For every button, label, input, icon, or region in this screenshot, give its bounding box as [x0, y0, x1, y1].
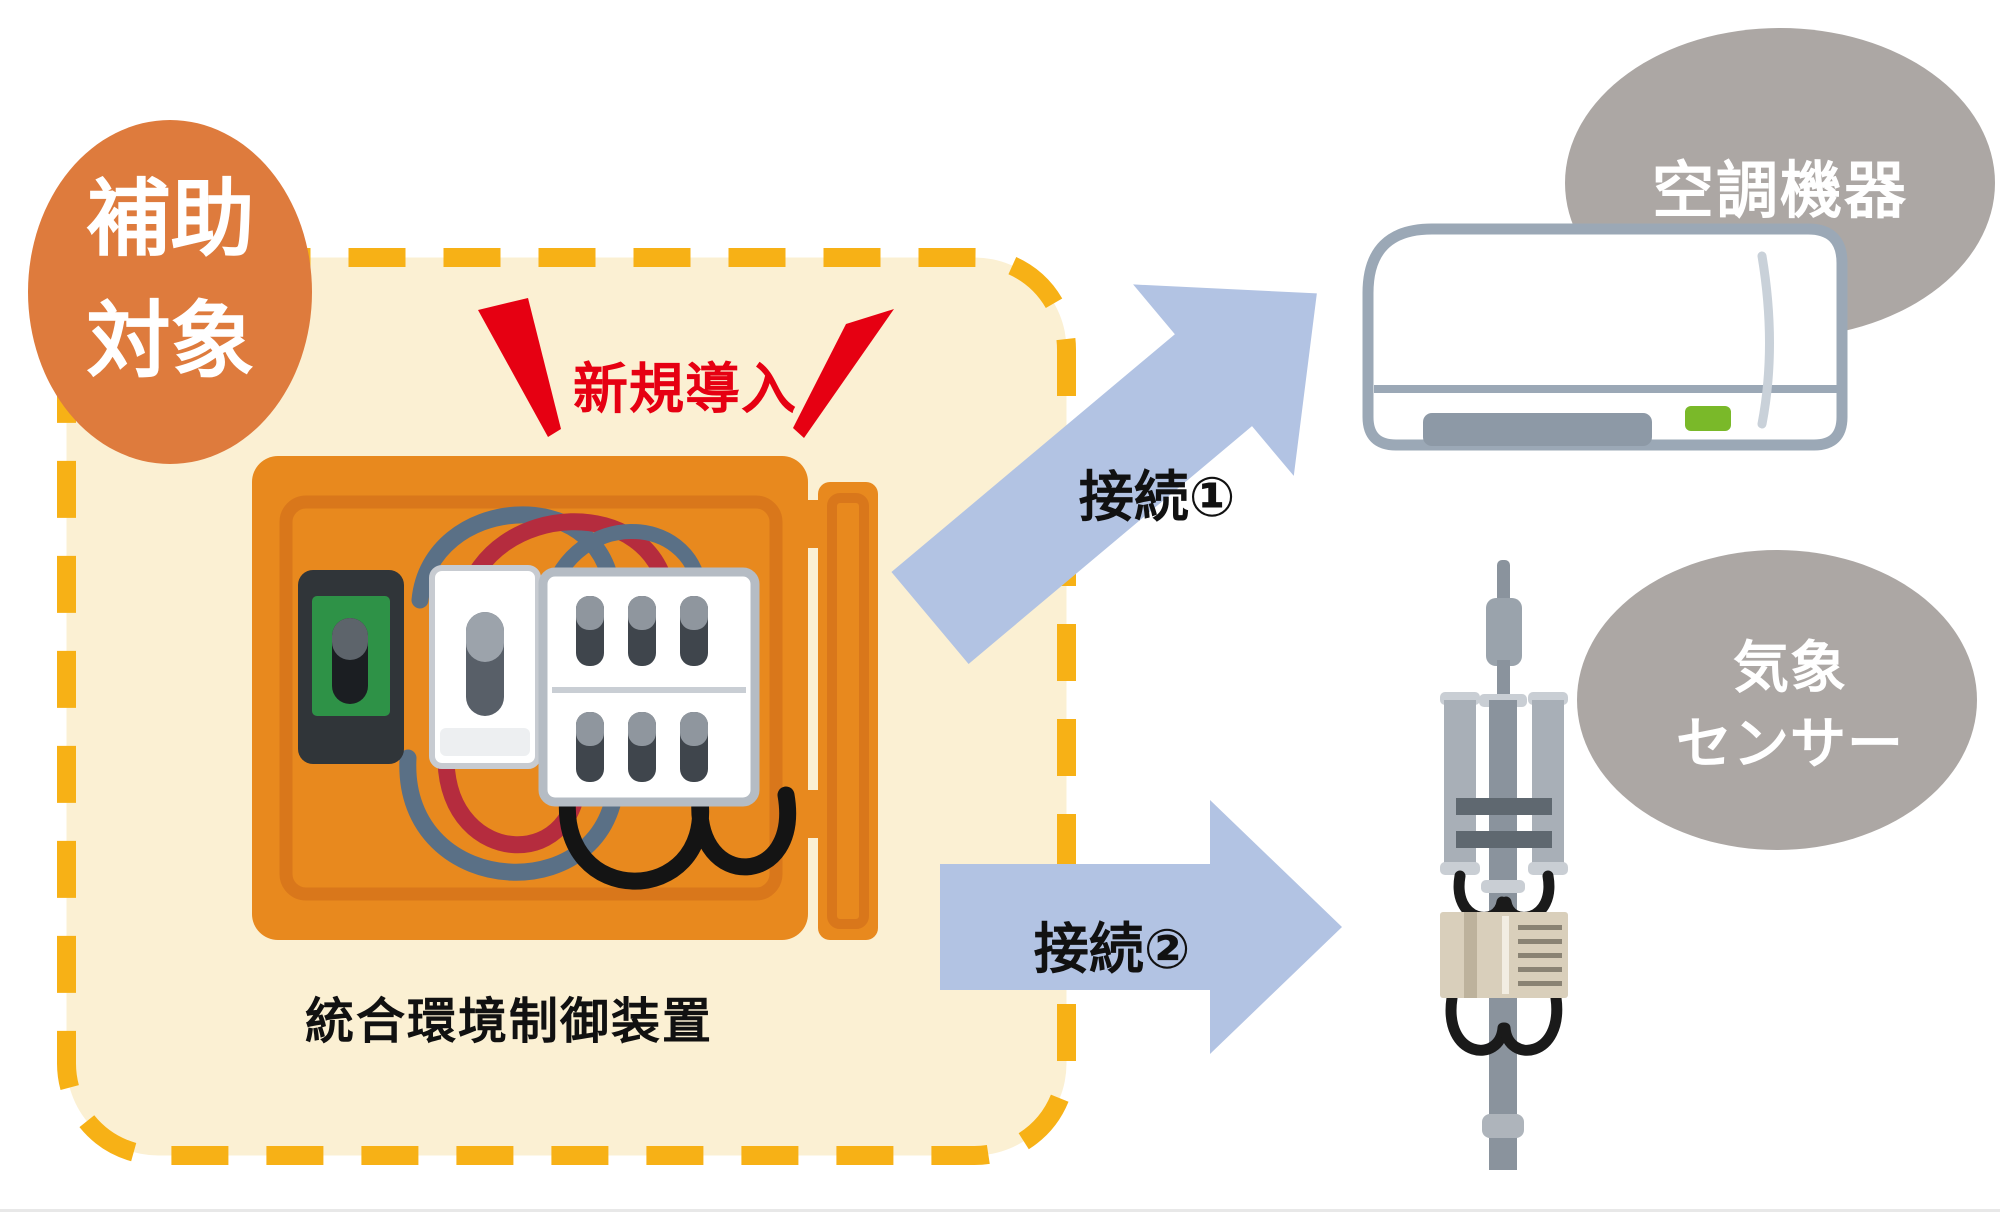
- subsidy-badge-label: 補助 対象: [28, 158, 313, 402]
- subsidy-badge-line2: 対象: [86, 294, 255, 388]
- new-install-annotation: 新規導入: [572, 358, 797, 420]
- arrow-connection-1: [891, 284, 1317, 664]
- emphasis-mark-right: [793, 309, 894, 438]
- bottom-divider: [0, 1209, 2000, 1212]
- ac-vent: [1423, 413, 1652, 446]
- control-box-illustration: [252, 456, 878, 940]
- air-conditioner-illustration: [1362, 223, 1848, 451]
- connection-1-label: 接続①: [1078, 466, 1236, 528]
- weather-sensor-label: 気象 センサー: [1590, 630, 1990, 782]
- subsidy-badge: [28, 120, 312, 464]
- switch-unit: [429, 565, 541, 769]
- breaker-toggles: [576, 596, 708, 782]
- weather-sensor-label-line2: センサー: [1676, 712, 1904, 775]
- sensor-pole-clamp: [1482, 1114, 1524, 1138]
- emphasis-mark-left: [478, 298, 561, 437]
- weather-sensor-label-line1: 気象: [1733, 636, 1847, 699]
- air-conditioner-label: 空調機器: [1651, 157, 1908, 226]
- breaker-panel: [538, 567, 760, 807]
- subsidy-badge-line1: 補助: [86, 172, 255, 266]
- device-box-label: 統合環境制御装置: [304, 995, 713, 1049]
- sensor-equipment-box: [1440, 912, 1568, 998]
- ac-indicator-light: [1685, 406, 1731, 431]
- weather-sensor-illustration: [1440, 560, 1568, 1170]
- control-box-inner-frame: [279, 495, 783, 901]
- weather-sensor-circle: [1577, 550, 1977, 850]
- main-breaker: [298, 570, 404, 764]
- control-box-door: [800, 482, 878, 940]
- arrow-connection-2: [940, 800, 1342, 1054]
- connection-2-label: 接続②: [1033, 918, 1191, 980]
